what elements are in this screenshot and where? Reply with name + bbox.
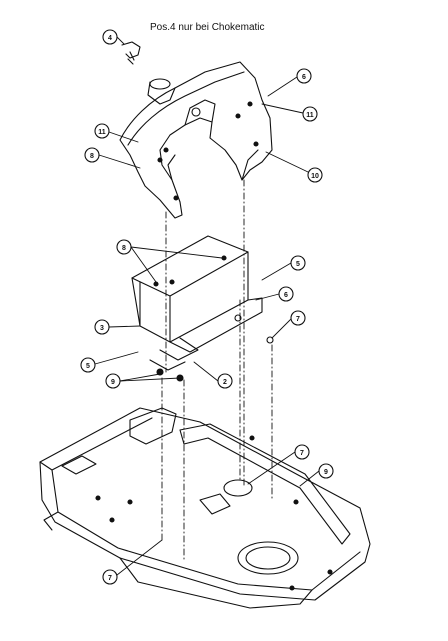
callouts: 4 6 11 11 8 10 8 5 6 3 7 5 9 2 7 9 7 bbox=[80, 29, 334, 585]
callout-5: 5 bbox=[80, 357, 96, 373]
callout-9: 9 bbox=[318, 463, 334, 479]
svg-text:3: 3 bbox=[100, 325, 104, 332]
svg-text:10: 10 bbox=[311, 173, 319, 180]
svg-text:8: 8 bbox=[122, 245, 126, 252]
callout-8: 8 bbox=[84, 147, 100, 163]
assembly-lines bbox=[161, 179, 273, 561]
callout-5: 5 bbox=[290, 255, 306, 271]
callout-11: 11 bbox=[94, 123, 110, 139]
svg-text:7: 7 bbox=[300, 450, 304, 457]
svg-text:5: 5 bbox=[86, 363, 90, 370]
svg-text:2: 2 bbox=[223, 379, 227, 386]
svg-text:7: 7 bbox=[296, 316, 300, 323]
callout-8: 8 bbox=[116, 239, 132, 255]
svg-text:4: 4 bbox=[108, 35, 112, 42]
callout-9: 9 bbox=[105, 373, 121, 389]
leader-lines bbox=[94, 36, 320, 576]
callout-11: 11 bbox=[302, 106, 318, 122]
svg-text:5: 5 bbox=[296, 261, 300, 268]
middle-bracket bbox=[131, 235, 274, 382]
svg-text:11: 11 bbox=[306, 112, 314, 119]
callout-7: 7 bbox=[102, 569, 118, 585]
svg-text:6: 6 bbox=[302, 74, 306, 81]
diagram-title: Pos.4 nur bei Chokematic bbox=[150, 22, 265, 33]
callout-10: 10 bbox=[307, 167, 323, 183]
svg-text:9: 9 bbox=[324, 469, 328, 476]
svg-text:11: 11 bbox=[98, 129, 106, 136]
callout-7: 7 bbox=[290, 310, 306, 326]
svg-text:9: 9 bbox=[111, 379, 115, 386]
callout-6: 6 bbox=[296, 68, 312, 84]
svg-text:8: 8 bbox=[90, 153, 94, 160]
callout-3: 3 bbox=[94, 319, 110, 335]
svg-text:6: 6 bbox=[284, 292, 288, 299]
callout-4: 4 bbox=[102, 29, 118, 45]
svg-text:7: 7 bbox=[108, 575, 112, 582]
callout-2: 2 bbox=[217, 373, 233, 389]
base-frame bbox=[39, 407, 371, 609]
upper-shroud bbox=[119, 61, 273, 219]
callout-7: 7 bbox=[294, 444, 310, 460]
callout-6: 6 bbox=[278, 286, 294, 302]
part-4-clip bbox=[121, 41, 141, 65]
